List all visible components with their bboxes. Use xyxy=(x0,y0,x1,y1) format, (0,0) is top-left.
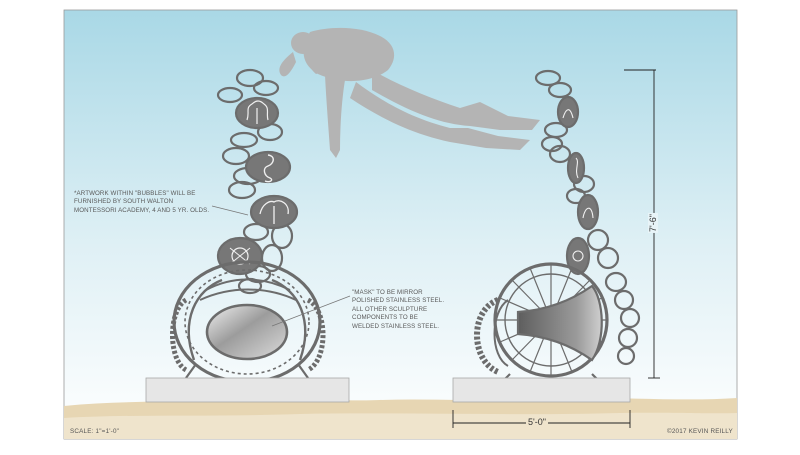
mask-material-note: "MASK" TO BE MIRROR POLISHED STAINLESS S… xyxy=(352,289,444,331)
copyright-label: ©2017 KEVIN REILLY xyxy=(667,428,733,435)
base-side xyxy=(452,377,631,403)
mask-note-line-2: POLISHED STAINLESS STEEL. xyxy=(352,297,445,305)
art-bubble-tree-2 xyxy=(249,194,299,230)
bubbles-note-line-1: *ARTWORK WITHIN "BUBBLES" WILL BE xyxy=(74,190,196,197)
leader-line-mask xyxy=(271,295,351,327)
helmet-cage-front xyxy=(170,260,326,384)
height-dimension-label: 7'-6" xyxy=(647,213,658,233)
mask-note-line-4: COMPONENTS TO BE xyxy=(352,314,419,322)
bubbles-note-line-3: MONTESSORI ACADEMY, 4 AND 5 YR. OLDS. xyxy=(74,206,210,214)
scale-label: SCALE: 1"=1'-0" xyxy=(70,428,120,435)
art-bubble-tree-1 xyxy=(234,96,280,130)
diver-silhouette xyxy=(279,27,540,158)
width-dimension-label: 5'-0" xyxy=(526,417,548,427)
art-bubble-side-3 xyxy=(576,193,600,231)
bubbles-artwork-note: *ARTWORK WITHIN "BUBBLES" WILL BE FURNIS… xyxy=(74,190,209,215)
base-front xyxy=(145,377,350,403)
mask-note-line-1: "MASK" TO BE MIRROR xyxy=(352,289,423,296)
art-bubble-creature xyxy=(216,236,264,276)
leader-line-bubbles xyxy=(211,205,249,216)
drawing-frame xyxy=(63,9,738,440)
mirror-mask xyxy=(205,303,289,361)
art-bubble-side-2 xyxy=(566,151,586,185)
mask-note-line-3: ALL OTHER SCULPTURE xyxy=(352,305,428,313)
art-bubble-side-4 xyxy=(565,236,591,276)
front-elevation xyxy=(170,68,326,384)
art-bubble-seahorse xyxy=(244,150,292,184)
mask-note-line-5: WELDED STAINLESS STEEL. xyxy=(352,322,440,330)
mirror-mask-side xyxy=(516,284,603,362)
bubbles-note-line-2: FURNISHED BY SOUTH WALTON xyxy=(74,198,174,206)
sand-ground-light xyxy=(64,412,737,439)
art-bubble-side-1 xyxy=(556,95,580,129)
helmet-cage-side xyxy=(474,262,609,381)
bubble-chain-side xyxy=(534,69,641,366)
side-elevation xyxy=(474,69,641,381)
